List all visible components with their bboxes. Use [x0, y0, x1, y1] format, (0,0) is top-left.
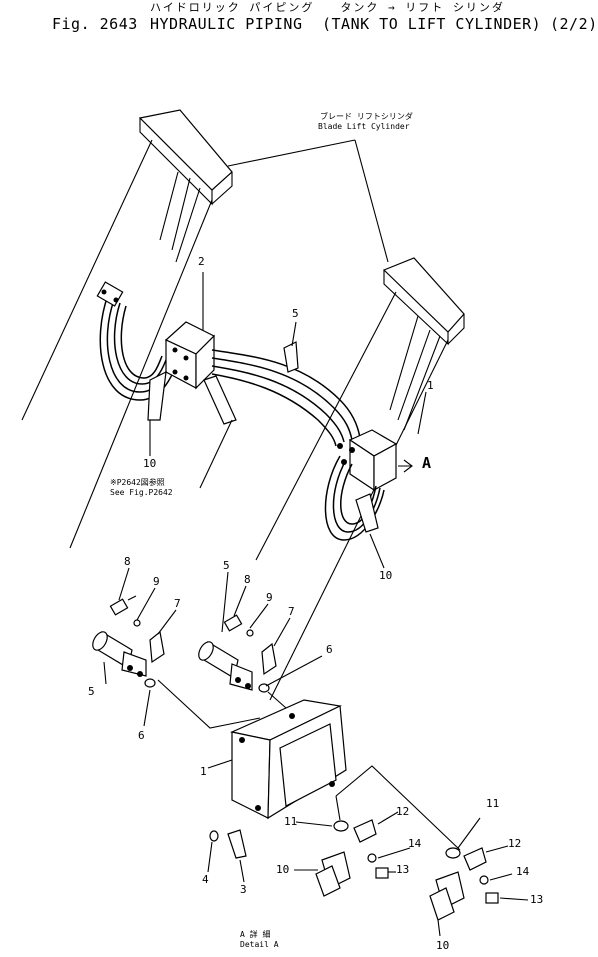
- right-lift-cylinder: [255, 257, 465, 701]
- part-label-2: 2: [198, 255, 205, 268]
- see-fig-en: See Fig.P2642: [110, 488, 173, 497]
- part-label-11: 11: [284, 815, 298, 828]
- part-label-10: 10: [143, 457, 157, 470]
- leader-left-cylinder: [227, 139, 356, 167]
- part-label-7: 7: [288, 605, 295, 618]
- figure-number: Fig. 2643: [52, 15, 138, 33]
- elbow-fitting-a: [315, 819, 389, 897]
- leader-right-cylinder: [354, 139, 389, 263]
- part-leaders: [103, 567, 529, 937]
- blade-lift-cylinder-jp: ブレード リフトシリンダ: [320, 112, 413, 121]
- part-label-11: 11: [486, 797, 500, 810]
- leader-fitting-a: [335, 795, 341, 821]
- figure-subtitle: (TANK TO LIFT CYLINDER): [322, 15, 542, 33]
- leader-flange-left: [157, 679, 261, 729]
- leader-1-detail: [207, 759, 233, 769]
- part-label-5: 5: [223, 559, 230, 572]
- part-label-3: 3: [240, 883, 247, 896]
- part-label-7: 7: [174, 597, 181, 610]
- part-label-4: 4: [202, 873, 209, 886]
- leader-see-fig: [199, 419, 233, 489]
- part-label-14: 14: [516, 865, 530, 878]
- pipe-bracket-5: [283, 341, 299, 373]
- figure-page: (2/2): [550, 15, 598, 33]
- figure-title: HYDRAULIC PIPING: [150, 15, 303, 33]
- part-label-1: 1: [200, 765, 207, 778]
- blade-lift-cylinder-en: Blade Lift Cylinder: [318, 122, 410, 131]
- part-label-14: 14: [408, 837, 422, 850]
- part-label-13: 13: [396, 863, 410, 876]
- valve-body-detail: [230, 699, 347, 820]
- part-label-5: 5: [88, 685, 95, 698]
- part-label-10: 10: [276, 863, 290, 876]
- left-lift-cylinder: [21, 109, 233, 549]
- part-label-8: 8: [244, 573, 251, 586]
- component-1: [337, 429, 413, 492]
- flange-assembly-right: [198, 614, 277, 693]
- part-label-10: 10: [436, 939, 450, 952]
- view-a-label: A: [422, 454, 432, 472]
- see-fig-jp: ※P2642図参照: [110, 478, 165, 487]
- part-label-10: 10: [379, 569, 393, 582]
- detail-a-jp: A 詳 細: [240, 930, 271, 939]
- detail-a-en: Detail A: [240, 940, 279, 949]
- header-japanese-title: ハイドロリック パイピング タンク → リフト シリンダ: [150, 1, 505, 14]
- elbow-fitting-b: [429, 847, 499, 921]
- part-label-5: 5: [292, 307, 299, 320]
- block-2: [147, 321, 237, 425]
- part-label-13: 13: [530, 893, 544, 906]
- leader-lower-fittings: [335, 765, 461, 851]
- part-label-9: 9: [266, 591, 273, 604]
- part-label-8: 8: [124, 555, 131, 568]
- leader-5-top: [291, 321, 297, 347]
- leader-flange-right: [267, 691, 287, 709]
- leader-1-top: [417, 391, 427, 435]
- main-pipes: [211, 341, 361, 447]
- right-hose-bundle: [324, 455, 385, 541]
- bolt-3-washer-4: [209, 829, 247, 859]
- part-label-6: 6: [326, 643, 333, 656]
- leader-10-right: [369, 533, 385, 569]
- part-label-12: 12: [508, 837, 522, 850]
- part-label-12: 12: [396, 805, 410, 818]
- part-label-6: 6: [138, 729, 145, 742]
- part-label-9: 9: [153, 575, 160, 588]
- flange-assembly-left: [92, 595, 165, 688]
- part-label-1: 1: [427, 379, 434, 392]
